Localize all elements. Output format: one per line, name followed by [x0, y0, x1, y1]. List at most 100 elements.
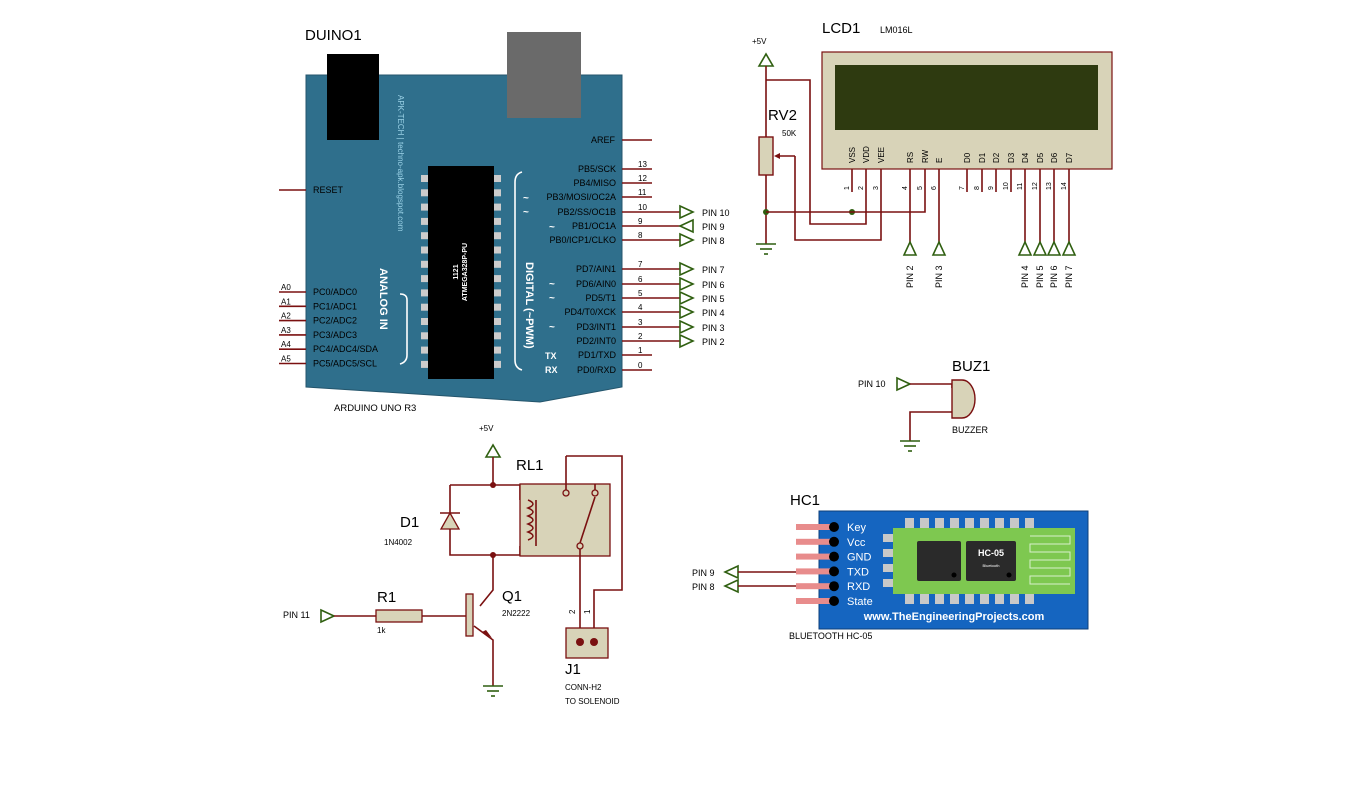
relay-circuit[interactable]: +5V D1 1N4002 RL1 2 1 J1 CONN-H2 TO SOLE…: [283, 424, 623, 706]
bt-chip-right: [966, 541, 1016, 581]
r1-ref: R1: [377, 589, 396, 606]
buzzer[interactable]: BUZ1 PIN 10 BUZZER: [858, 358, 990, 452]
bt-pin-label: RXD: [847, 581, 870, 593]
bt-pin-lead: [796, 538, 830, 545]
bt-pad: [883, 564, 893, 572]
lcd-pin-num: 10: [1003, 182, 1010, 190]
bt-pin-lead: [796, 553, 830, 560]
bt-chip-small: Bluetooth: [983, 563, 1000, 568]
digital-pin-name: PD5/T1: [585, 293, 616, 303]
bt-pin-dot: [829, 536, 839, 547]
bt-pad: [995, 518, 1004, 528]
lcd-pin-num: 7: [959, 186, 966, 190]
r1-body: [375, 609, 423, 623]
bt-net-rxd: PIN 8: [692, 582, 715, 592]
lcd-net-arrow: [1046, 240, 1062, 256]
diode-ref: D1: [400, 514, 419, 531]
digital-pin-name: PB3/MOSI/OC2A: [546, 192, 616, 202]
j1-body: [565, 627, 609, 659]
arduino-name: ARDUINO UNO R3: [334, 403, 416, 414]
digital-pin-num: 4: [638, 303, 643, 312]
net-label: PIN 3: [702, 323, 725, 333]
digital-pin-name: PD7/AIN1: [576, 264, 616, 274]
lcd-pin-name: VSS: [848, 147, 857, 163]
bt-pad: [1010, 518, 1019, 528]
digital-pin-num: 10: [638, 203, 647, 212]
buzzer-net: PIN 10: [858, 379, 886, 389]
lcd-net-arrow: [1061, 240, 1077, 256]
arduino-board[interactable]: DUINO1 1121 ATMEGA328P-PU APK-TECH | tec…: [279, 27, 730, 414]
lcd-net-arrow: [1032, 240, 1048, 256]
bt-pad: [980, 518, 989, 528]
rv2-body: [758, 136, 774, 176]
lcd-net-arrow: [902, 240, 918, 256]
digital-pin-num: 3: [638, 318, 643, 327]
bluetooth-module[interactable]: HC1 HC-05 Bluetooth www.TheEngineeringPr…: [692, 492, 1089, 641]
bt-pin-label: Key: [847, 522, 866, 534]
net-label: PIN 6: [702, 280, 725, 290]
chip-part: ATMEGA328P-PU: [462, 243, 469, 301]
lcd-pin-name: D0: [963, 152, 972, 163]
net-label: PIN 4: [702, 308, 725, 318]
digital-pin-num: 7: [638, 260, 643, 269]
lcd-ref: LCD1: [822, 20, 860, 37]
q1-part: 2N2222: [502, 609, 531, 618]
lcd-pin-name: D5: [1036, 152, 1045, 163]
chip-leg: [421, 289, 428, 297]
analog-pin-num: A5: [281, 355, 291, 364]
chip-leg: [421, 175, 428, 182]
net-arrow: [679, 276, 695, 292]
bt-pad: [1025, 518, 1034, 528]
pwm-tilde: ~: [549, 322, 555, 333]
net-label: PIN 8: [702, 236, 725, 246]
bt-pad: [920, 594, 929, 604]
net-arrow: [679, 319, 695, 335]
chip-leg: [421, 360, 428, 368]
diode-body: [439, 511, 461, 530]
bt-pad: [950, 594, 959, 604]
lcd-net-arrow: [1017, 240, 1033, 256]
lcd-pin-num: 3: [873, 186, 880, 190]
digital-bracket: [514, 171, 523, 371]
digital-pin-name: PB4/MISO: [573, 178, 616, 188]
chip-leg: [494, 260, 501, 268]
bt-pin-lead: [796, 568, 830, 575]
bt-chip-left: [917, 541, 961, 581]
arduino-power-jack: [327, 54, 379, 140]
chip-leg: [421, 303, 428, 311]
bt-pin-label: TXD: [847, 566, 869, 578]
chip-leg: [494, 346, 501, 354]
lcd-pin-num: 9: [988, 186, 995, 190]
bt-pin-lead: [796, 598, 830, 604]
transistor-base: [465, 593, 474, 637]
bt-pin-label: GND: [847, 552, 872, 564]
rv2-value: 50K: [782, 129, 797, 138]
relay-contact-1: [562, 489, 570, 497]
collector-wire: [479, 555, 494, 607]
j1-part: CONN-H2: [565, 683, 602, 692]
bt-pad: [883, 579, 893, 587]
net-label: PIN 5: [702, 294, 725, 304]
relay-switch: [579, 496, 596, 544]
pwm-tilde: ~: [549, 293, 555, 304]
tx-label: TX: [545, 351, 557, 361]
analog-pin-name: PC4/ADC4/SDA: [313, 344, 378, 354]
analog-title: ANALOG IN: [377, 268, 389, 330]
bt-txd-arrow: [723, 564, 739, 580]
chip-leg: [494, 203, 501, 211]
rx-label: RX: [545, 365, 558, 375]
j1-pin-2: [576, 638, 584, 646]
bt-pin-dot: [829, 551, 839, 562]
reset-label: RESET: [313, 185, 344, 195]
lcd-pin-name: D1: [978, 152, 987, 163]
bt-pad: [1025, 594, 1034, 604]
rv2-potentiometer[interactable]: +5V RV2 50K: [752, 37, 926, 255]
bt-pin-label: State: [847, 596, 873, 608]
emitter-wire: [473, 625, 494, 686]
lcd-pin-num: 1: [844, 186, 851, 190]
net-arrow: [679, 304, 695, 320]
analog-pin-num: A0: [281, 283, 291, 292]
net-label: PIN 9: [702, 222, 725, 232]
